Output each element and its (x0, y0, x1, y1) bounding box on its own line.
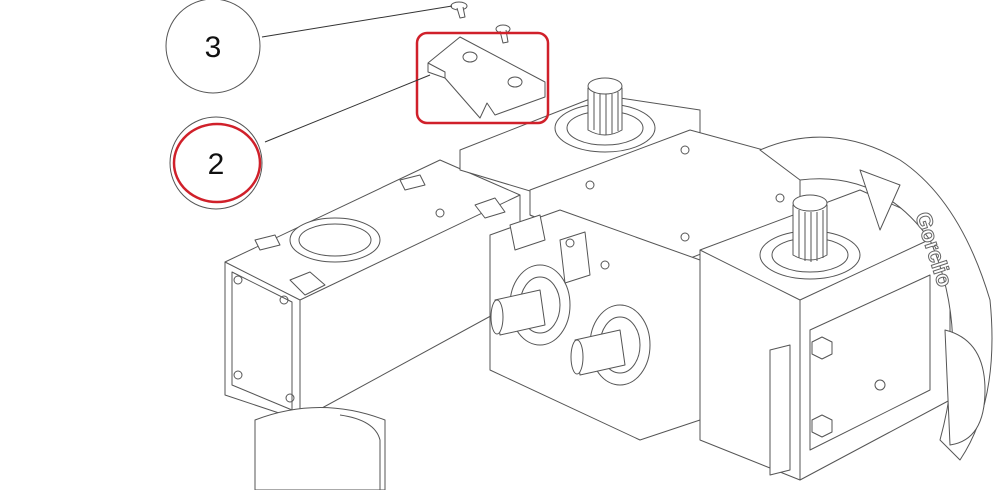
leader-line-3 (261, 5, 453, 38)
callout-3-label: 3 (205, 31, 222, 64)
callout-2-label: 2 (208, 148, 225, 181)
callout-3[interactable]: 3 (165, 0, 261, 94)
callout-2-highlight-ring (172, 122, 262, 204)
part-highlight-box (415, 31, 550, 125)
bracket-part (427, 36, 546, 119)
pump-housing-left (224, 159, 521, 490)
pump-housing-right: Gorclio (699, 136, 993, 481)
callout-2[interactable]: 2 (169, 116, 263, 210)
leader-line-2 (264, 74, 431, 143)
pump-gear-section (489, 209, 701, 441)
